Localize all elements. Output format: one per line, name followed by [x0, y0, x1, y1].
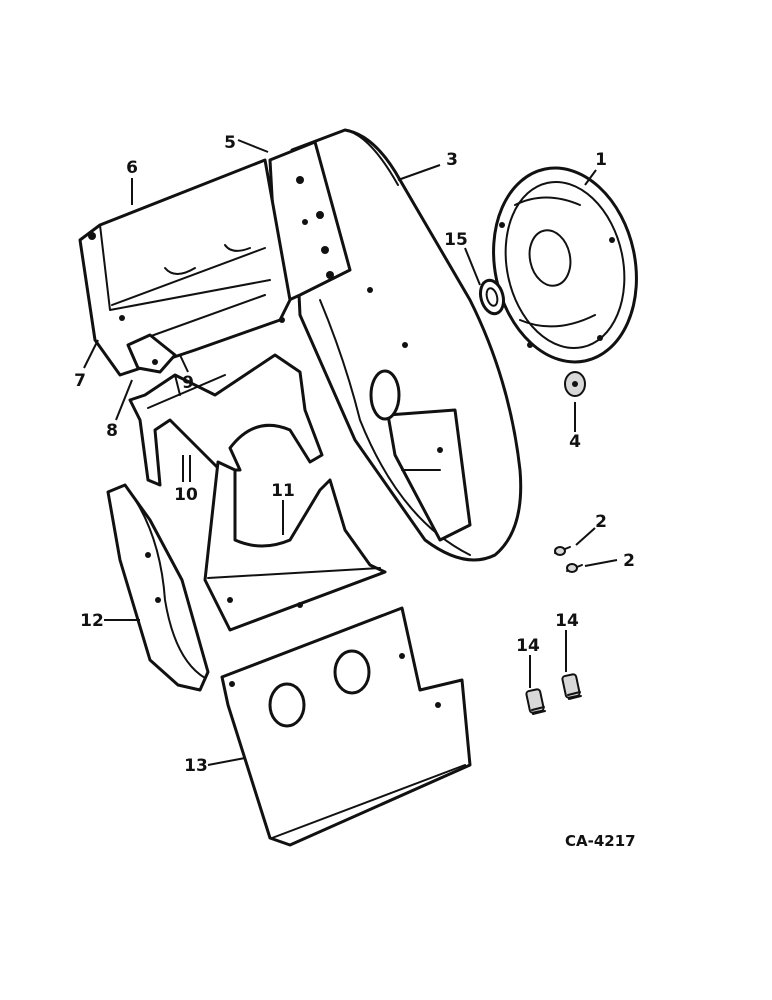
callout-12: 12: [80, 611, 104, 631]
part-3-housing: [290, 128, 523, 562]
part-14-fittings: [525, 673, 582, 715]
callout-15: 15: [444, 230, 468, 250]
callout-10: 10: [174, 485, 198, 505]
callout-8: 8: [106, 421, 118, 441]
part-11-inner-panel: [203, 460, 387, 632]
callout-6: 6: [126, 158, 138, 178]
callout-11: 11: [271, 481, 295, 501]
callout-7: 7: [74, 371, 86, 391]
part-4-nut: [564, 371, 586, 397]
reference-code: CA-4217: [565, 832, 636, 850]
part-12-side-shield: [106, 483, 210, 692]
part-6-side-panel: [78, 158, 292, 377]
callout-1: 1: [595, 150, 607, 170]
leader-lines: [83, 139, 618, 766]
part-2-bolts: [554, 546, 583, 573]
part-10-shield: [128, 353, 324, 487]
callout-14a: 14: [516, 636, 540, 656]
callout-4: 4: [569, 432, 581, 452]
callout-2a: 2: [595, 512, 607, 532]
callout-13: 13: [184, 756, 208, 776]
callout-9: 9: [182, 373, 194, 393]
part-9-bracket: [126, 333, 177, 374]
callout-3: 3: [446, 150, 458, 170]
callout-2b: 2: [623, 551, 635, 571]
part-15-seal: [478, 278, 506, 316]
part-1-cover-plate: [492, 166, 638, 364]
callout-5: 5: [224, 133, 236, 153]
part-13-bottom-plate: [220, 606, 472, 847]
callout-14b: 14: [555, 611, 579, 631]
